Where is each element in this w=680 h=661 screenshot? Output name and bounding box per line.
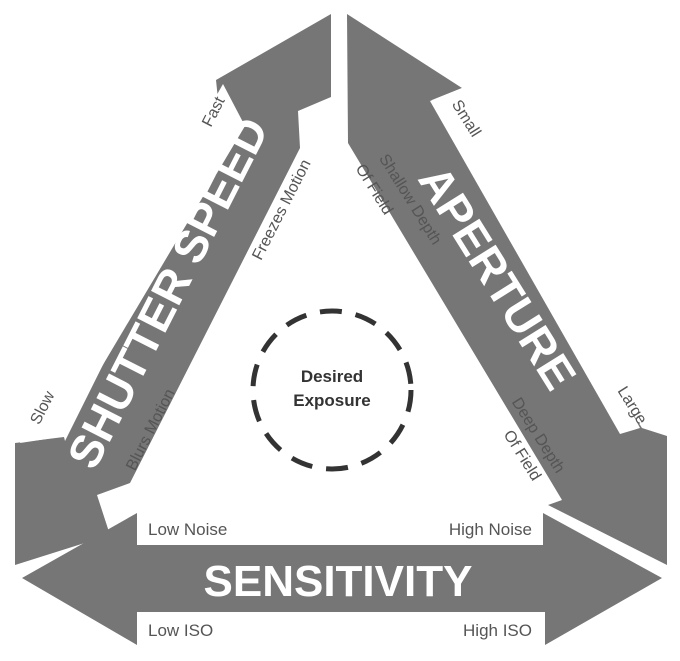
aperture-outer-strip — [430, 88, 640, 434]
shutter-outer-strip — [20, 84, 245, 443]
aperture-arrow-shape — [347, 14, 667, 565]
shutter-arrow-shape — [15, 14, 331, 565]
sensitivity-low-iso: Low ISO — [148, 621, 213, 640]
sensitivity-high-iso: High ISO — [463, 621, 532, 640]
center-line2: Exposure — [293, 391, 370, 410]
shutter-title: SHUTTER SPEED — [57, 109, 279, 476]
sensitivity-high-noise: High Noise — [449, 520, 532, 539]
aperture-arrow — [347, 14, 667, 565]
sensitivity-arrow — [22, 513, 662, 645]
sensitivity-title: SENSITIVITY — [204, 557, 473, 606]
shutter-speed-arrow — [15, 14, 331, 565]
sensitivity-bottom-strip — [137, 612, 543, 645]
sensitivity-low-noise: Low Noise — [148, 520, 227, 539]
desired-exposure-circle — [250, 308, 414, 472]
sensitivity-top-strip — [137, 513, 543, 545]
center-line1: Desired — [301, 367, 363, 386]
